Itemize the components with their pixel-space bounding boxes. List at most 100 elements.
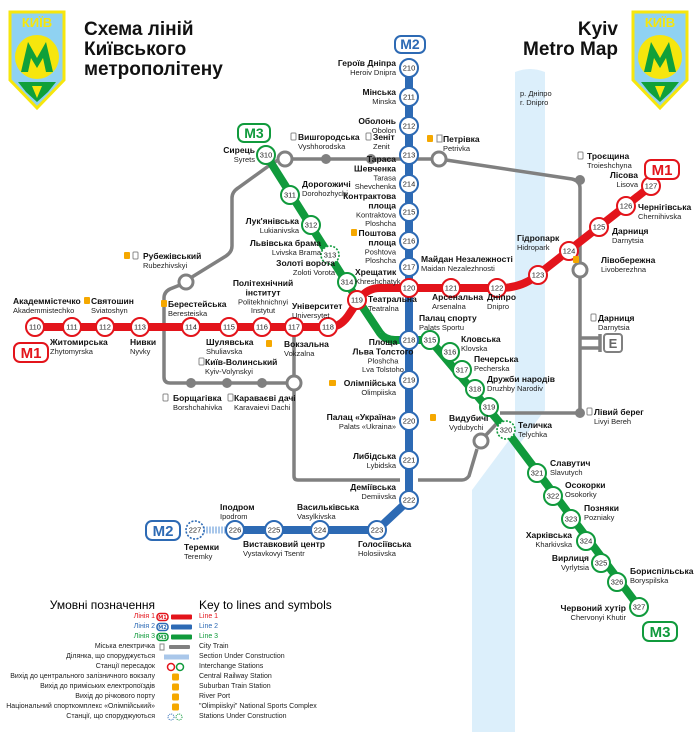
- station-circle: [399, 145, 419, 165]
- station-111[interactable]: 111: [62, 317, 82, 337]
- station-311[interactable]: 311: [280, 185, 300, 205]
- station-113[interactable]: 113: [130, 317, 150, 337]
- name-line: Ploshcha: [365, 219, 397, 228]
- station-326[interactable]: 326: [607, 572, 627, 592]
- name-line: Теличка: [518, 420, 552, 430]
- station-318[interactable]: 318: [465, 379, 485, 399]
- station-110[interactable]: 110: [25, 317, 45, 337]
- station-216[interactable]: 216: [399, 231, 419, 251]
- station-117[interactable]: 117: [284, 317, 304, 337]
- name-line: Tarasa: [373, 174, 396, 183]
- station-214[interactable]: 214: [399, 174, 419, 194]
- station-211[interactable]: 211: [399, 87, 419, 107]
- title-line: Metro Map: [523, 39, 618, 60]
- station-322[interactable]: 322: [543, 486, 563, 506]
- city-train-interchange: [472, 432, 490, 450]
- name-line: Борщагівка: [173, 393, 222, 403]
- name-line: Дарниця: [598, 313, 635, 323]
- station-222[interactable]: 222: [399, 490, 419, 510]
- legend-label-en: City Train: [199, 643, 229, 650]
- name-line: Rubezhivskyi: [143, 261, 188, 270]
- station-number: 111: [66, 323, 77, 332]
- station-number: 124: [563, 247, 576, 256]
- station-315[interactable]: 315: [420, 330, 440, 350]
- station-319[interactable]: 319: [479, 397, 499, 417]
- station-320[interactable]: 320: [496, 420, 516, 440]
- station-210[interactable]: 210: [399, 58, 419, 78]
- station-325[interactable]: 325: [591, 553, 611, 573]
- name-line: Мінська: [362, 87, 396, 97]
- station-321[interactable]: 321: [527, 463, 547, 483]
- station-317[interactable]: 317: [452, 360, 472, 380]
- station-120[interactable]: 120: [399, 278, 419, 298]
- name-line: Сирець: [223, 145, 255, 155]
- station-name-uk: Теремки: [184, 542, 219, 552]
- station-122[interactable]: 122: [487, 278, 507, 298]
- station-324[interactable]: 324: [576, 531, 596, 551]
- station-218[interactable]: 218: [399, 330, 419, 350]
- station-115[interactable]: 115: [219, 317, 239, 337]
- station-316[interactable]: 316: [440, 342, 460, 362]
- station-112[interactable]: 112: [95, 317, 115, 337]
- legend-stadium-icon: [172, 703, 179, 711]
- station-310[interactable]: 310: [256, 145, 276, 165]
- station-name-uk: Майдан Незалежності: [421, 254, 513, 264]
- station-119[interactable]: 119: [347, 290, 367, 310]
- river-port-icon: [351, 229, 357, 236]
- city-train-track: [580, 334, 602, 352]
- name-line: Ploshcha: [368, 357, 400, 366]
- legend-badge-text: M3: [158, 635, 167, 641]
- station-name-en: Telychka: [518, 430, 548, 439]
- station-127[interactable]: 127: [641, 176, 661, 196]
- station-220[interactable]: 220: [399, 411, 419, 431]
- city-train-icon: [132, 251, 139, 260]
- station-number: 219: [403, 376, 416, 385]
- station-219[interactable]: 219: [399, 370, 419, 390]
- station-225[interactable]: 225: [264, 520, 284, 540]
- station-217[interactable]: 217: [399, 257, 419, 277]
- station-114[interactable]: 114: [181, 317, 201, 337]
- name-line: Druzhby Narodiv: [487, 384, 543, 393]
- station-314[interactable]: 314: [337, 272, 357, 292]
- station-312[interactable]: 312: [301, 215, 321, 235]
- city-train-station-dot: [222, 378, 232, 388]
- suburban-train-icon: [161, 300, 167, 307]
- name-line: Лісова: [610, 170, 638, 180]
- station-212[interactable]: 212: [399, 116, 419, 136]
- station-number: 227: [189, 526, 202, 535]
- title-line: Kyiv: [577, 19, 618, 40]
- station-213[interactable]: 213: [399, 145, 419, 165]
- station-circle: [95, 317, 115, 337]
- station-313[interactable]: 313: [320, 245, 340, 265]
- station-226[interactable]: 226: [225, 520, 245, 540]
- name-line: Героїв Дніпра: [338, 58, 396, 68]
- station-224[interactable]: 224: [310, 520, 330, 540]
- station-124[interactable]: 124: [559, 241, 579, 261]
- station-number: 323: [565, 515, 578, 524]
- station-118[interactable]: 118: [318, 317, 338, 337]
- station-name-uk: Васильківська: [297, 502, 359, 512]
- name-line: Beresteiska: [168, 309, 208, 318]
- station-223[interactable]: 223: [367, 520, 387, 540]
- station-126[interactable]: 126: [616, 196, 636, 216]
- name-line: Дорогожичі: [302, 179, 351, 189]
- station-123[interactable]: 123: [528, 265, 548, 285]
- station-circle: [399, 231, 419, 251]
- station-227[interactable]: 227: [185, 520, 205, 540]
- station-116[interactable]: 116: [252, 317, 272, 337]
- station-327[interactable]: 327: [629, 597, 649, 617]
- station-323[interactable]: 323: [561, 509, 581, 529]
- station-221[interactable]: 221: [399, 450, 419, 470]
- station-121[interactable]: 121: [441, 278, 461, 298]
- city-train-station-dot: [575, 175, 585, 185]
- station-label-220: Палац «Україна»Palats «Ukraina»: [327, 412, 397, 431]
- station-name-uk: Осокорки: [565, 480, 606, 490]
- station-125[interactable]: 125: [589, 217, 609, 237]
- station-215[interactable]: 215: [399, 202, 419, 222]
